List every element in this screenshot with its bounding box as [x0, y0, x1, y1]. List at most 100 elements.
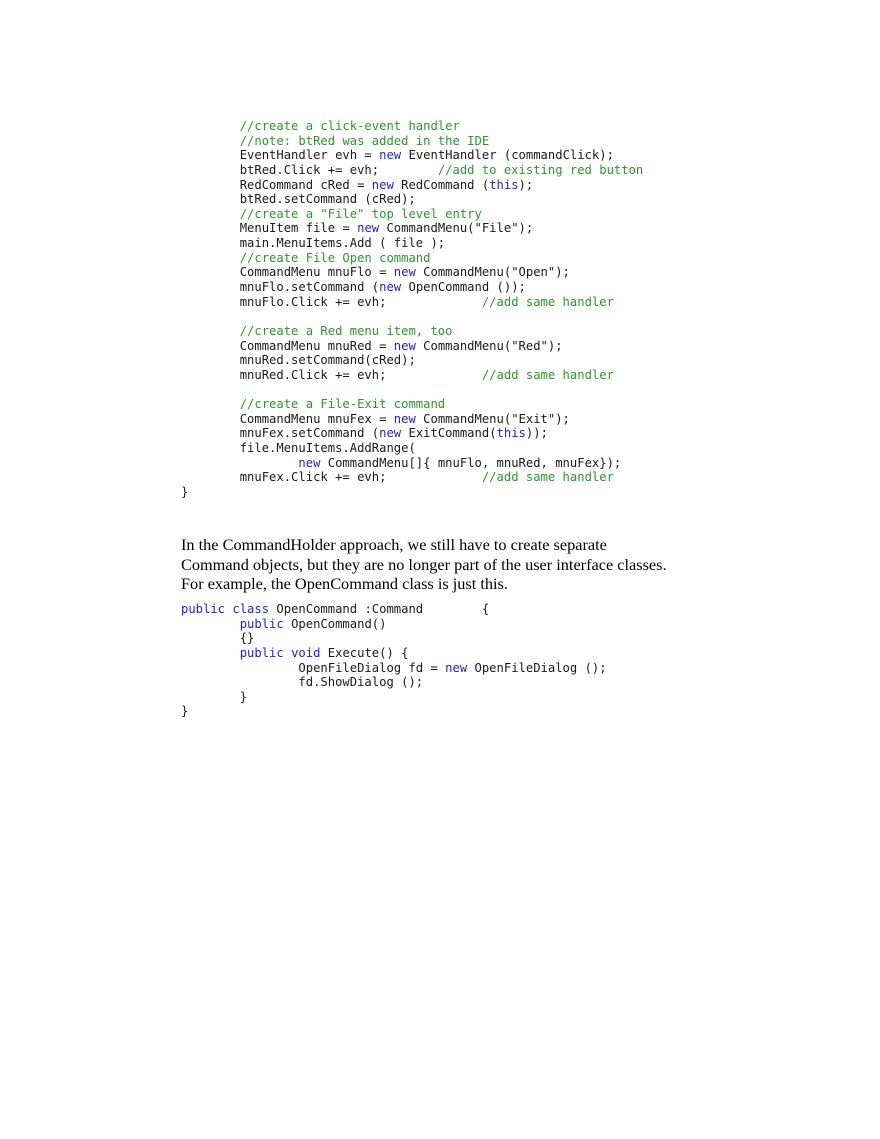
- code-keyword: new: [379, 148, 402, 163]
- code-keyword: this: [489, 177, 519, 192]
- code-line: new CommandMenu[]{ mnuFlo, mnuRed, mnuFe…: [181, 456, 643, 471]
- code-text: EventHandler evh =: [181, 148, 380, 163]
- code-text: OpenFileDialog fd =: [181, 660, 446, 675]
- code-comment: //add same handler: [481, 470, 614, 485]
- code-keyword: new: [379, 280, 402, 295]
- code-line: file.MenuItems.AddRange(: [181, 441, 643, 456]
- code-line: mnuRed.Click += evh; //add same handler: [181, 368, 643, 383]
- code-keyword: new: [445, 660, 468, 675]
- code-keyword: public: [239, 616, 284, 631]
- code-comment: //create a Red menu item, too: [181, 323, 453, 338]
- code-text: }: [181, 485, 189, 500]
- code-text: mnuFex.Click += evh;: [181, 470, 482, 485]
- code-comment: //create a "File" top level entry: [181, 206, 482, 221]
- code-line: mnuFex.Click += evh; //add same handler: [181, 470, 643, 485]
- code-keyword: this: [496, 426, 526, 441]
- code-line: [181, 309, 643, 324]
- code-keyword: new: [298, 455, 321, 470]
- code-text: }: [181, 689, 248, 704]
- code-text: EventHandler (commandClick);: [401, 148, 614, 163]
- code-line: public class OpenCommand :Command {: [181, 602, 607, 617]
- paragraph-line: Command objects, but they are no longer …: [181, 554, 667, 574]
- code-text: OpenCommand(): [283, 616, 387, 631]
- code-line: EventHandler evh = new EventHandler (com…: [181, 148, 643, 163]
- code-comment: //note: btRed was added in the IDE: [181, 133, 490, 148]
- code-text: );: [518, 177, 534, 192]
- code-text: CommandMenu mnuRed =: [181, 338, 394, 353]
- paragraph-line: For example, the OpenCommand class is ju…: [181, 574, 508, 594]
- code-comment: //create a File-Exit command: [181, 397, 446, 412]
- code-text: btRed.setCommand (cRed);: [181, 192, 416, 207]
- code-keyword: class: [232, 602, 270, 616]
- code-text: OpenCommand ());: [401, 280, 526, 295]
- code-line: mnuRed.setCommand(cRed);: [181, 353, 643, 368]
- code-text: main.MenuItems.Add ( file );: [181, 236, 446, 251]
- paragraph-line: In the CommandHolder approach, we still …: [181, 535, 607, 554]
- code-line: public void Execute() {: [181, 646, 607, 661]
- code-text: RedCommand (: [393, 177, 490, 192]
- code-text: [181, 617, 240, 631]
- code-line: CommandMenu mnuRed = new CommandMenu("Re…: [181, 339, 643, 354]
- code-text: btRed.Click += evh;: [181, 162, 438, 177]
- code-text: CommandMenu mnuFlo =: [181, 265, 394, 280]
- code-keyword: new: [357, 221, 380, 236]
- code-text: RedCommand cRed =: [181, 177, 372, 192]
- code-line: //note: btRed was added in the IDE: [181, 134, 643, 149]
- code-text: mnuFlo.Click += evh;: [181, 294, 482, 309]
- code-line: fd.ShowDialog ();: [181, 675, 607, 690]
- code-line: //create a Red menu item, too: [181, 324, 643, 339]
- code-text: ));: [525, 426, 548, 441]
- code-text: ExitCommand(: [401, 426, 497, 441]
- code-text: CommandMenu("Exit");: [415, 411, 570, 426]
- code-text: [181, 646, 240, 660]
- code-line: btRed.Click += evh; //add to existing re…: [181, 162, 644, 178]
- code-line: OpenFileDialog fd = new OpenFileDialog (…: [181, 660, 607, 676]
- code-comment: //add same handler: [481, 367, 614, 382]
- code-keyword: new: [393, 411, 416, 426]
- code-text: OpenCommand :Command {: [269, 602, 490, 616]
- code-text: CommandMenu("File");: [379, 221, 534, 236]
- code-comment: //create a click-event handler: [181, 119, 460, 133]
- code-text: OpenFileDialog ();: [467, 660, 607, 675]
- code-line: //create a "File" top level entry: [181, 207, 643, 222]
- code-block-open-command-class: public class OpenCommand :Command { publ…: [181, 602, 607, 719]
- code-keyword: new: [393, 338, 416, 353]
- code-text: mnuRed.setCommand(cRed);: [181, 353, 416, 368]
- code-line: mnuFlo.setCommand (new OpenCommand ());: [181, 280, 643, 295]
- code-text: file.MenuItems.AddRange(: [181, 441, 416, 456]
- code-comment: //add same handler: [481, 294, 614, 309]
- code-line: RedCommand cRed = new RedCommand (this);: [181, 178, 643, 193]
- code-keyword: void: [291, 645, 321, 660]
- code-text: mnuFex.setCommand (: [181, 426, 380, 441]
- code-text: fd.ShowDialog ();: [181, 675, 424, 690]
- code-text: [181, 456, 298, 470]
- code-text: [284, 646, 291, 660]
- code-line: //create File Open command: [181, 251, 643, 266]
- code-text: mnuFlo.setCommand (: [181, 280, 380, 295]
- code-block-command-menu-setup: //create a click-event handler //note: b…: [181, 119, 643, 500]
- code-comment: //create File Open command: [181, 250, 431, 265]
- code-keyword: new: [379, 426, 402, 441]
- code-line: main.MenuItems.Add ( file );: [181, 236, 643, 251]
- code-line: [181, 383, 643, 398]
- code-text: {}: [181, 631, 255, 646]
- code-line: CommandMenu mnuFex = new CommandMenu("Ex…: [181, 412, 643, 427]
- code-text: Execute() {: [320, 645, 409, 660]
- code-text: }: [181, 704, 189, 719]
- code-text: CommandMenu("Red");: [415, 338, 563, 353]
- code-line: mnuFex.setCommand (new ExitCommand(this)…: [181, 426, 643, 441]
- code-keyword: public: [181, 602, 226, 616]
- code-line: CommandMenu mnuFlo = new CommandMenu("Op…: [181, 265, 643, 280]
- code-keyword: new: [371, 177, 394, 192]
- code-text: CommandMenu mnuFex =: [181, 411, 394, 426]
- code-line: MenuItem file = new CommandMenu("File");: [181, 221, 643, 236]
- code-line: //create a File-Exit command: [181, 397, 643, 412]
- code-comment: //add to existing red button: [437, 162, 644, 177]
- code-text: mnuRed.Click += evh;: [181, 367, 482, 382]
- code-line: }: [181, 485, 643, 500]
- code-line: }: [181, 690, 607, 705]
- code-line: //create a click-event handler: [181, 119, 643, 134]
- code-text: MenuItem file =: [181, 221, 358, 236]
- code-text: CommandMenu[]{ mnuFlo, mnuRed, mnuFex});: [320, 455, 622, 470]
